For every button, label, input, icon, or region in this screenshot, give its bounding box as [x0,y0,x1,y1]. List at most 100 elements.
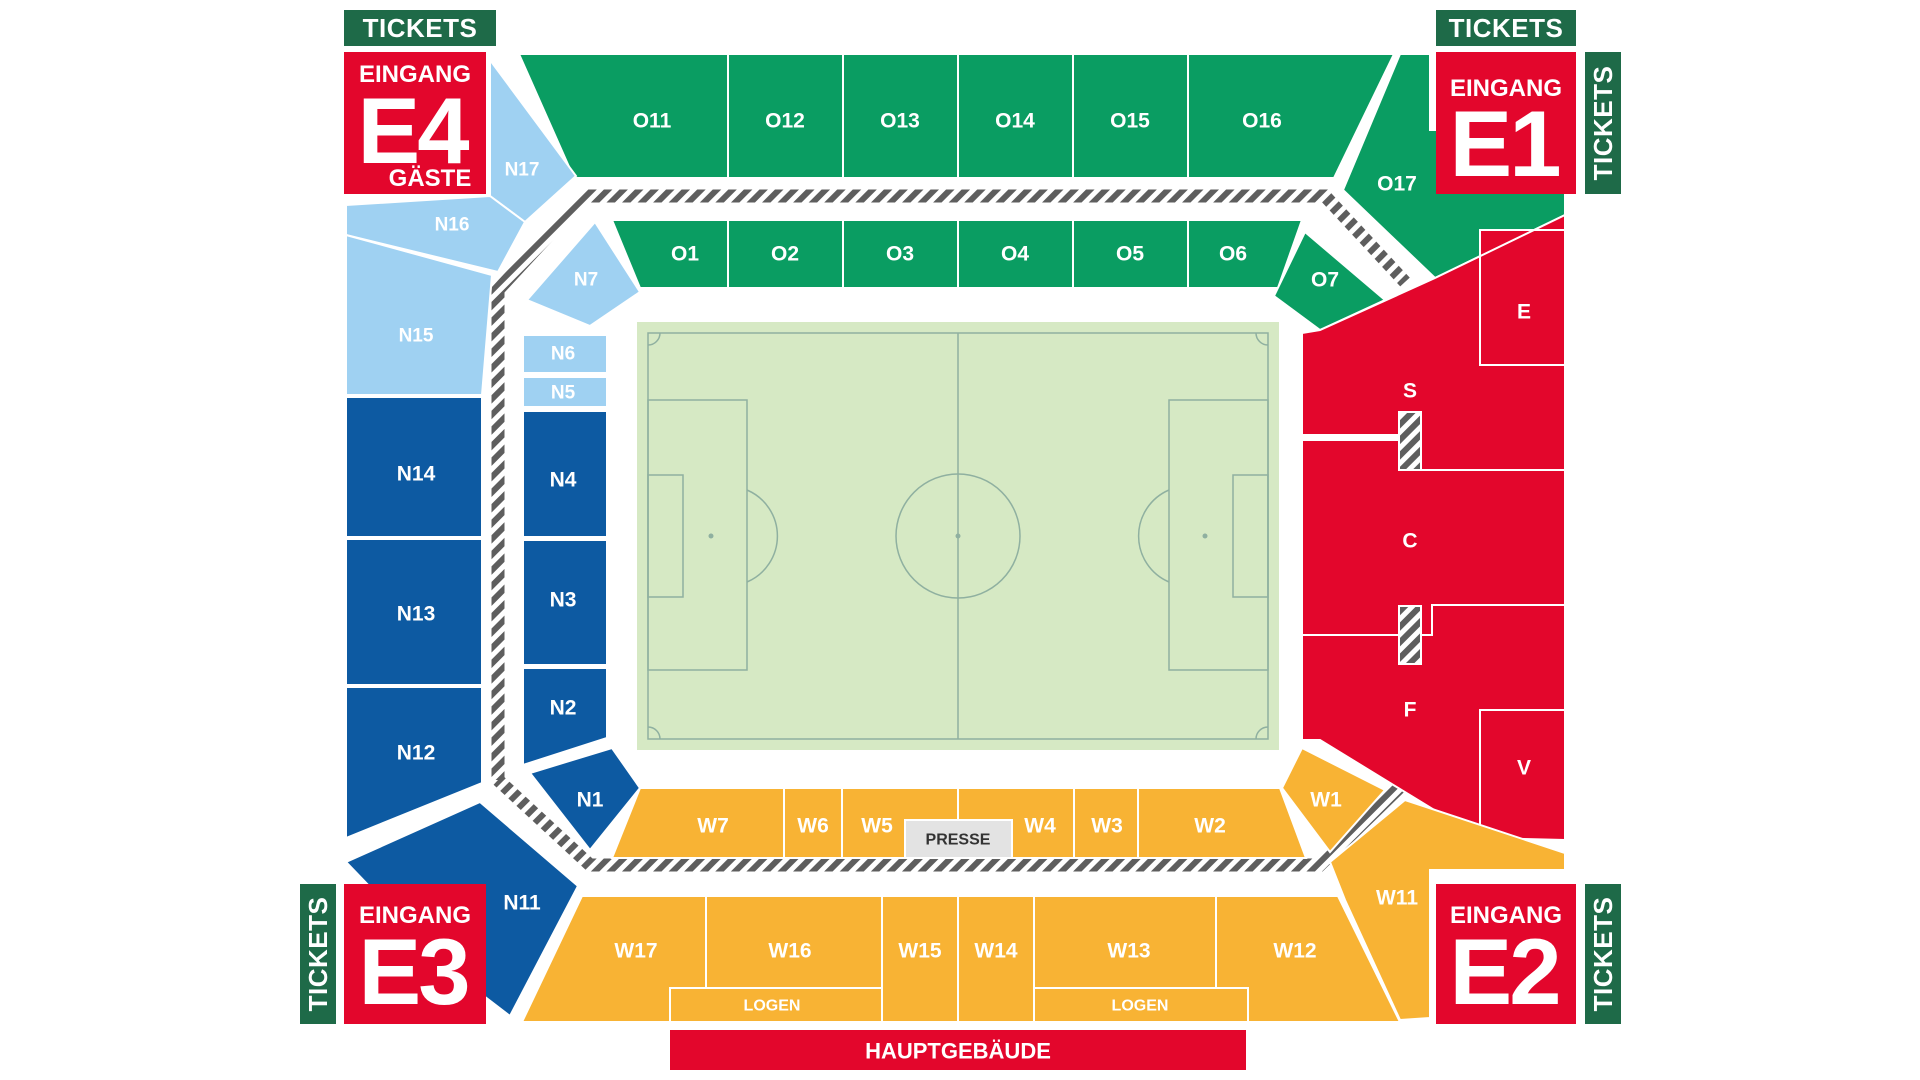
section-label: O15 [1110,110,1150,133]
section-label: W6 [797,815,829,838]
section-label: W12 [1273,940,1316,963]
pitch [637,322,1279,750]
section-o4[interactable]: O4 [957,219,1074,289]
section-label: O2 [771,243,799,266]
section-o16[interactable]: O16 [1187,53,1396,179]
section-logen-right[interactable]: LOGEN [1033,987,1249,1023]
section-n15[interactable]: N15 [345,233,494,396]
entrance-e1[interactable]: TICKETS EINGANG E1 TICKETS [1436,10,1621,196]
section-label: W1 [1310,789,1342,812]
entrance-e2[interactable]: EINGANG E2 TICKETS [1436,884,1621,1024]
section-label: O12 [765,110,805,133]
gate-number: E1 [1450,91,1560,196]
section-label: W7 [697,815,729,838]
section-w7[interactable]: W7 [610,787,785,859]
section-w6[interactable]: W6 [783,787,843,859]
section-label: W14 [974,940,1018,963]
press-box: PRESSE [904,819,1013,859]
gate-number: E4 [358,78,470,183]
section-n14[interactable]: N14 [345,396,483,538]
tribune-o-lower: O1 O2 O3 O4 O5 O6 O7 [610,219,1387,332]
section-label: N17 [505,160,540,181]
tickets-label: TICKETS [363,13,478,43]
section-label: W15 [898,940,942,963]
section-label: N13 [397,603,436,626]
section-o14[interactable]: O14 [957,53,1074,179]
tickets-label: TICKETS [1588,66,1618,181]
section-label: W16 [768,940,811,963]
section-label: W2 [1194,815,1226,838]
section-label: O4 [1001,243,1029,266]
section-n13[interactable]: N13 [345,538,483,686]
walkway [491,189,1410,872]
section-v[interactable]: V [1479,709,1566,842]
section-w1[interactable]: W1 [1280,746,1387,854]
entrance-label: EINGANG [1450,75,1562,102]
entrance-label: EINGANG [359,902,471,929]
section-label: W3 [1091,815,1123,838]
section-o13[interactable]: O13 [842,53,959,179]
section-n7[interactable]: N7 [525,220,642,328]
section-n6[interactable]: N6 [522,334,608,374]
section-label: N4 [550,469,577,492]
section-label: C [1402,530,1417,553]
section-n16[interactable]: N16 [345,194,527,274]
tribune-o: O11 O12 O13 O14 O15 O16 O17 [517,53,1566,280]
section-label: N3 [550,589,577,612]
logen-label: LOGEN [1112,998,1169,1015]
section-label: W5 [861,815,893,838]
section-label: O13 [880,110,920,133]
section-label: O7 [1311,269,1339,292]
section-label: O1 [671,243,699,266]
walkway-connector [1398,605,1422,665]
section-w13[interactable]: W13 [1033,895,1217,989]
section-n12[interactable]: N12 [345,686,483,840]
section-label: F [1404,699,1417,722]
section-label: N5 [551,383,576,404]
section-o2[interactable]: O2 [727,219,844,289]
section-w11[interactable]: W11 [1328,798,1566,1022]
section-logen-left[interactable]: LOGEN [669,987,883,1023]
entrance-label: EINGANG [359,61,471,88]
entrance-e3[interactable]: TICKETS EINGANG E3 [300,884,486,1024]
gate-number: E2 [1450,919,1559,1024]
gate-number: E3 [359,919,468,1024]
section-o5[interactable]: O5 [1072,219,1189,289]
section-label: O11 [633,110,672,133]
entrance-label: EINGANG [1450,902,1562,929]
entrance-e4[interactable]: TICKETS EINGANG E4 GÄSTE [344,10,496,194]
section-w3[interactable]: W3 [1073,787,1139,859]
logen-label: LOGEN [744,998,801,1015]
tickets-label: TICKETS [1588,897,1618,1012]
section-label: N16 [435,215,470,236]
section-label: N7 [574,270,598,291]
section-label: E [1517,301,1531,324]
section-label: O14 [995,110,1035,133]
main-building-label: HAUPTGEBÄUDE [865,1039,1051,1064]
section-o12[interactable]: O12 [727,53,844,179]
section-label: N1 [577,789,604,812]
tribune-east: E S C F V [1301,213,1566,842]
section-label: W4 [1024,815,1056,838]
section-label: O17 [1377,173,1417,196]
section-n4[interactable]: N4 [522,410,608,538]
section-w15[interactable]: W15 [881,895,959,1023]
section-n3[interactable]: N3 [522,539,608,666]
section-label: O3 [886,243,914,266]
section-label: W13 [1107,940,1150,963]
section-w16[interactable]: W16 [705,895,883,989]
press-label: PRESSE [926,832,991,849]
section-n2[interactable]: N2 [522,667,608,767]
section-label: N2 [550,697,577,720]
section-label: S [1403,380,1417,403]
section-o15[interactable]: O15 [1072,53,1189,179]
section-n5[interactable]: N5 [522,376,608,408]
section-w2[interactable]: W2 [1137,787,1308,859]
section-o3[interactable]: O3 [842,219,959,289]
section-label: N11 [503,892,541,915]
section-w14[interactable]: W14 [957,895,1035,1023]
section-label: N12 [397,742,436,765]
section-label: V [1517,757,1531,780]
section-label: N14 [397,463,436,486]
